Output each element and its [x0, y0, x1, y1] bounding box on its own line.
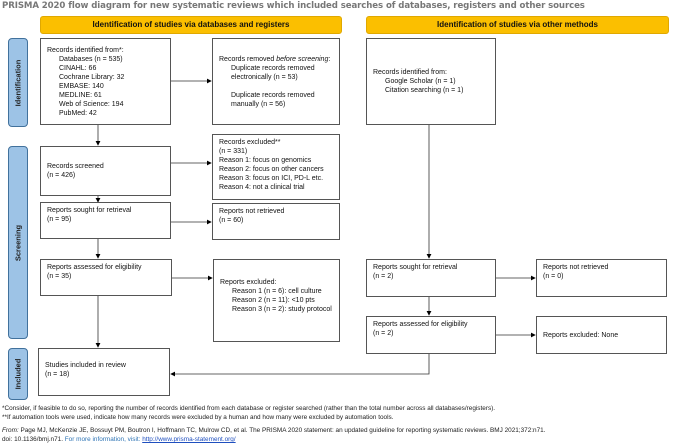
other-records-identified-box: Records identified from: Google Scholar … [366, 38, 496, 125]
list-item: Reason 4: not a clinical trial [219, 184, 305, 191]
arrow [170, 354, 430, 377]
other-reports-sought-box: Reports sought for retrieval (n = 2) [366, 259, 496, 297]
reports-not-retrieved-box: Reports not retrieved (n = 60) [212, 203, 340, 240]
phase-included: Included [8, 348, 28, 400]
list-item: Reason 2 (n = 11): <10 pts [232, 297, 315, 304]
list-item: Google Scholar (n = 1) [385, 78, 456, 85]
phase-screening: Screening [8, 146, 28, 339]
list-item: CINAHL: 66 [59, 64, 97, 72]
list-item: EMBASE: 140 [59, 82, 104, 90]
list-item: Reason 2: focus on other cancers [219, 166, 324, 173]
other-reports-assessed-box: Reports assessed for eligibility (n = 2) [366, 316, 496, 354]
footnote-2: **If automation tools were used, indicat… [2, 414, 394, 421]
records-identified-box: Records identified from*: Databases (n =… [40, 38, 171, 125]
diagram-title: PRISMA 2020 flow diagram for new systema… [2, 1, 585, 11]
studies-included-box: Studies included in review (n = 18) [38, 348, 170, 396]
list-item: MEDLINE: 61 [59, 91, 102, 99]
list-item: Reason 1 (n = 6): cell culture [232, 288, 322, 295]
list-item: Duplicate records removed manually (n = … [231, 91, 315, 108]
list-item: Reason 1: focus on genomics [219, 157, 312, 164]
reports-sought-box: Reports sought for retrieval (n = 95) [40, 202, 171, 239]
records-removed-box: Records removed before screening: Duplic… [212, 38, 340, 125]
list-item: Cochrane Library: 32 [59, 73, 125, 81]
other-reports-excluded-box: Reports excluded: None [536, 316, 667, 354]
citation: From: Page MJ, McKenzie JE, Bossuyt PM, … [2, 427, 546, 434]
records-excluded-box: Records excluded** (n = 331) Reason 1: f… [212, 134, 340, 200]
list-item: Databases (n = 535) [59, 55, 123, 63]
list-item: Reason 3 (n = 2): study protocol [232, 306, 332, 313]
reports-assessed-box: Reports assessed for eligibility (n = 35… [40, 259, 172, 296]
citation-doi: doi: 10.1136/bmj.n71. For more informati… [2, 436, 236, 443]
list-item: Web of Science: 194 [59, 100, 124, 108]
footnote-1: *Consider, if feasible to do so, reporti… [2, 405, 496, 412]
phase-identification: Identification [8, 38, 28, 127]
list-item: Citation searching (n = 1) [385, 87, 464, 94]
list-item: PubMed: 42 [59, 109, 97, 117]
header-other-methods: Identification of studies via other meth… [366, 16, 669, 34]
records-screened-box: Records screened (n = 426) [40, 146, 171, 196]
prisma-link[interactable]: http://www.prisma-statement.org/ [142, 436, 236, 443]
list-item: Reason 3: focus on ICI, PD-L etc. [219, 175, 324, 182]
list-item: Duplicate records removed electronically… [231, 64, 315, 81]
other-reports-not-retrieved-box: Reports not retrieved (n = 0) [536, 259, 667, 297]
header-databases: Identification of studies via databases … [40, 16, 342, 34]
reports-excluded-box: Reports excluded: Reason 1 (n = 6): cell… [213, 259, 340, 342]
